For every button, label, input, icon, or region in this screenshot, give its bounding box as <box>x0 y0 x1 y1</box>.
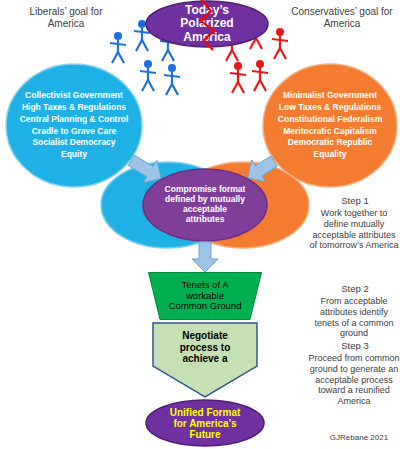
node-text: Compromise format defined by mutually ac… <box>163 185 247 224</box>
stick-figure <box>110 32 126 63</box>
pentagon-arrow-shape <box>153 323 257 397</box>
node-text: Equality <box>313 149 346 161</box>
node-text: Minimalist Government <box>283 90 377 102</box>
node-text: Today’s Polarized America <box>175 4 239 44</box>
annotation-label: Liberals’ goal for America <box>22 6 110 30</box>
node-text: Negotiate process to achieve a <box>173 330 237 365</box>
ellipse-shape <box>6 64 142 187</box>
block-arrow <box>192 242 218 272</box>
annotation-label: GJRebane 2021 <box>322 433 396 443</box>
node-text: Constitutional Federalism <box>278 114 382 126</box>
node-text: Equity <box>61 149 87 161</box>
node-text: Unified Format for America’s Future <box>164 407 246 440</box>
node-text-area: Today’s Polarized America <box>145 0 269 48</box>
trapezoid-shape <box>149 273 262 320</box>
stick-figure <box>230 62 246 93</box>
ellipse-node: Compromise format defined by mutually ac… <box>142 168 268 242</box>
ellipse-shape <box>146 1 268 47</box>
node-text: Central Planning & Control <box>20 114 129 126</box>
node-text-area: Compromise format defined by mutually ac… <box>142 168 268 242</box>
stick-figure <box>252 60 268 91</box>
node-text: Meritocratic Capitalism <box>283 126 377 138</box>
pentagon-node: Negotiate process to achieve a <box>152 322 258 398</box>
block-arrow <box>128 155 161 183</box>
node-text: Tenets of A workable Common Ground <box>167 280 243 313</box>
node-text-area: Tenets of A workable Common Ground <box>148 272 262 320</box>
node-text: Cradle to Grave Care <box>32 126 117 138</box>
node-text-area: Collectivist GovernmentHigh Taxes & Regu… <box>5 63 143 188</box>
ellipse-node: Today’s Polarized America <box>145 0 269 48</box>
stick-figure <box>272 28 288 59</box>
node-text: Socialist Democracy <box>32 137 115 149</box>
stick-figure <box>140 60 156 91</box>
node-text-area: Unified Format for America’s Future <box>145 399 265 447</box>
annotation-label: Conservatives’ goal for America <box>288 6 396 30</box>
node-text: Collectivist Government <box>25 90 123 102</box>
ellipse-node: Collectivist GovernmentHigh Taxes & Regu… <box>5 63 143 188</box>
ellipse-shape <box>263 64 397 187</box>
node-text-area: Minimalist GovernmentLow Taxes & Regulat… <box>262 63 398 188</box>
stick-figure <box>164 64 180 95</box>
annotation-label: Work together to define mutually accepta… <box>308 208 400 251</box>
node-text: Low Taxes & Regulations <box>279 102 381 114</box>
annotation-label: Step 1 <box>312 195 398 206</box>
annotation-label: Step 2 <box>312 283 398 294</box>
block-arrow <box>248 156 278 182</box>
trapezoid-node: Tenets of A workable Common Ground <box>148 272 262 320</box>
node-text-area: Negotiate process to achieve a <box>152 322 258 398</box>
node-text: Democratic Republic <box>288 137 373 149</box>
annotation-label: Step 3 <box>312 340 398 351</box>
ellipse-node: Minimalist GovernmentLow Taxes & Regulat… <box>262 63 398 188</box>
ellipse-shape <box>146 400 264 446</box>
ellipse-node: Unified Format for America’s Future <box>145 399 265 447</box>
annotation-label: Proceed from common ground to generate a… <box>308 353 400 407</box>
node-text: High Taxes & Regulations <box>22 102 126 114</box>
ellipse-shape <box>143 169 267 241</box>
annotation-label: From acceptable attributes identify tene… <box>308 296 400 339</box>
